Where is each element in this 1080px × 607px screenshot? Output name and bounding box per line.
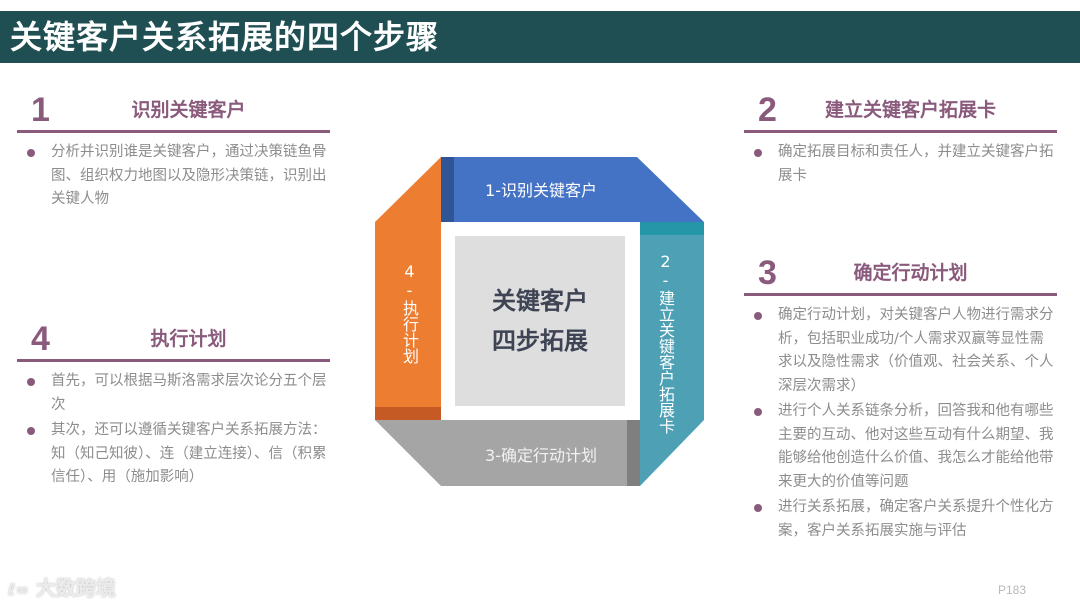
section-step-2: 2 建立关键客户拓展卡 确定拓展目标和责任人，并建立关键客户拓展卡 xyxy=(744,90,1057,190)
section-title: 执行计划 xyxy=(150,328,227,350)
bullet-list: 分析并识别谁是关键客户，通过决策链鱼骨图、组织权力地图以及隐形决策链，识别出关键… xyxy=(17,141,330,212)
bullet-list: 确定行动计划，对关键客户人物进行需求分析，包括职业成功/个人需求双赢等显性需求以… xyxy=(744,304,1057,543)
list-item: 首先，可以根据马斯洛需求层次论分五个层次 xyxy=(17,370,330,417)
list-item: 分析并识别谁是关键客户，通过决策链鱼骨图、组织权力地图以及隐形决策链，识别出关键… xyxy=(17,141,330,212)
step-number: 4 xyxy=(31,320,50,358)
page-title: 关键客户关系拓展的四个步骤 xyxy=(10,18,440,56)
step-number: 3 xyxy=(758,254,777,292)
section-step-3: 3 确定行动计划 确定行动计划，对关键客户人物进行需求分析，包括职业成功/个人需… xyxy=(744,253,1057,545)
section-step-4: 4 执行计划 首先，可以根据马斯洛需求层次论分五个层次 其次，还可以遵循关键客户… xyxy=(17,319,330,492)
bullet-icon xyxy=(27,149,35,157)
step-3-label: 3-确定行动计划 xyxy=(485,446,597,465)
list-item: 确定拓展目标和责任人，并建立关键客户拓展卡 xyxy=(744,141,1057,188)
center-square xyxy=(455,236,625,406)
section-title: 建立关键客户拓展卡 xyxy=(824,99,996,121)
section-header: 1 识别关键客户 xyxy=(17,90,330,133)
list-item: 进行关系拓展，确定客户关系提升个性化方案，客户关系拓展实施与评估 xyxy=(744,496,1057,543)
section-title: 确定行动计划 xyxy=(853,262,968,284)
section-step-1: 1 识别关键客户 分析并识别谁是关键客户，通过决策链鱼骨图、组织权力地图以及隐形… xyxy=(17,90,330,214)
step-4-label: 4-执行计划 xyxy=(400,262,419,364)
step-3-band xyxy=(375,420,640,486)
step-2-band xyxy=(640,222,704,486)
bullet-icon xyxy=(27,378,35,386)
list-item: 进行个人关系链条分析，回答我和他有哪些主要的互动、他对这些互动有什么期望、我能够… xyxy=(744,400,1057,494)
section-header: 3 确定行动计划 xyxy=(744,253,1057,296)
section-header: 2 建立关键客户拓展卡 xyxy=(744,90,1057,133)
step-1-band xyxy=(441,157,704,222)
bullet-list: 确定拓展目标和责任人，并建立关键客户拓展卡 xyxy=(744,141,1057,188)
octagon-frame-graphic xyxy=(375,157,704,486)
title-bar: 关键客户关系拓展的四个步骤 xyxy=(0,11,1080,63)
list-item: 确定行动计划，对关键客户人物进行需求分析，包括职业成功/个人需求双赢等显性需求以… xyxy=(744,304,1057,398)
page-number: P183 xyxy=(998,583,1027,597)
step-1-label: 1-识别关键客户 xyxy=(485,181,597,200)
four-step-diagram: 关键客户 四步拓展 1-识别关键客户 2-建立关键客户拓展卡 3-确定行动计划 … xyxy=(375,157,705,487)
bullet-icon xyxy=(754,149,762,157)
watermark-logo: ℓ∞ 大数跨境 xyxy=(8,576,116,600)
center-title: 关键客户 四步拓展 xyxy=(492,287,588,355)
bullet-icon xyxy=(754,312,762,320)
section-header: 4 执行计划 xyxy=(17,319,330,362)
step-4-band xyxy=(375,157,441,420)
bullet-icon xyxy=(27,427,35,435)
step-number: 1 xyxy=(31,91,50,129)
bullet-icon xyxy=(754,504,762,512)
bullet-list: 首先，可以根据马斯洛需求层次论分五个层次 其次，还可以遵循关键客户关系拓展方法：… xyxy=(17,370,330,490)
logo-icon: ℓ∞ xyxy=(8,580,29,599)
list-item: 其次，还可以遵循关键客户关系拓展方法：知（知己知彼）、连（建立连接）、信（积累信… xyxy=(17,419,330,490)
step-number: 2 xyxy=(758,91,777,129)
section-title: 识别关键客户 xyxy=(131,99,246,121)
bullet-icon xyxy=(754,408,762,416)
step-2-label: 2-建立关键客户拓展卡 xyxy=(656,252,675,434)
